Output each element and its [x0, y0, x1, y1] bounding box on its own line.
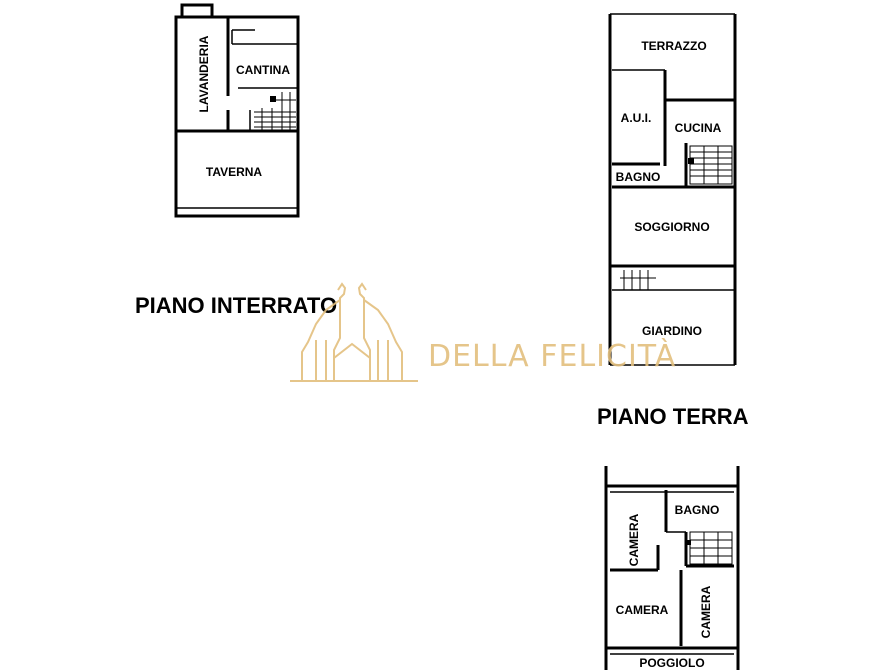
- room-label-first-bathroom: BAGNO: [675, 503, 720, 517]
- room-label-balcony: POGGIOLO: [639, 656, 704, 670]
- basement-stair: [254, 92, 296, 131]
- ground-floor-plan: TERRAZZO A.U.I. CUCINA BAGNO SOGGIORNO G…: [608, 13, 737, 366]
- room-label-ground-bathroom: BAGNO: [616, 170, 661, 184]
- room-label-kitchen: CUCINA: [675, 121, 722, 135]
- entrance-steps: [620, 270, 656, 290]
- room-label-aui: A.U.I.: [621, 111, 652, 125]
- room-label-bedroom-a: CAMERA: [627, 513, 641, 566]
- floor-title-basement: PIANO INTERRATO: [135, 293, 337, 318]
- first-floor-stair: [686, 531, 733, 565]
- room-label-tavern: TAVERNA: [206, 165, 263, 179]
- ground-floor-stair: [688, 145, 733, 185]
- watermark-text: DELLA FELICITÀ: [428, 338, 676, 374]
- room-label-living: SOGGIORNO: [634, 220, 709, 234]
- watermark: DELLA FELICITÀ: [290, 282, 676, 382]
- basement-plan: LAVANDERIA CANTINA TAVERNA: [174, 3, 300, 218]
- floor-title-ground: PIANO TERRA: [597, 404, 749, 429]
- room-label-garden: GIARDINO: [642, 324, 702, 338]
- giraffe-pair-icon: [290, 282, 418, 382]
- room-label-bedroom-c: CAMERA: [699, 585, 713, 638]
- first-floor-plan: CAMERA BAGNO CAMERA CAMERA POGGIOLO: [604, 466, 740, 670]
- room-label-cellar: CANTINA: [236, 63, 290, 77]
- room-label-terrace: TERRAZZO: [641, 39, 706, 53]
- room-label-bedroom-b: CAMERA: [616, 603, 669, 617]
- room-label-laundry: LAVANDERIA: [197, 35, 211, 112]
